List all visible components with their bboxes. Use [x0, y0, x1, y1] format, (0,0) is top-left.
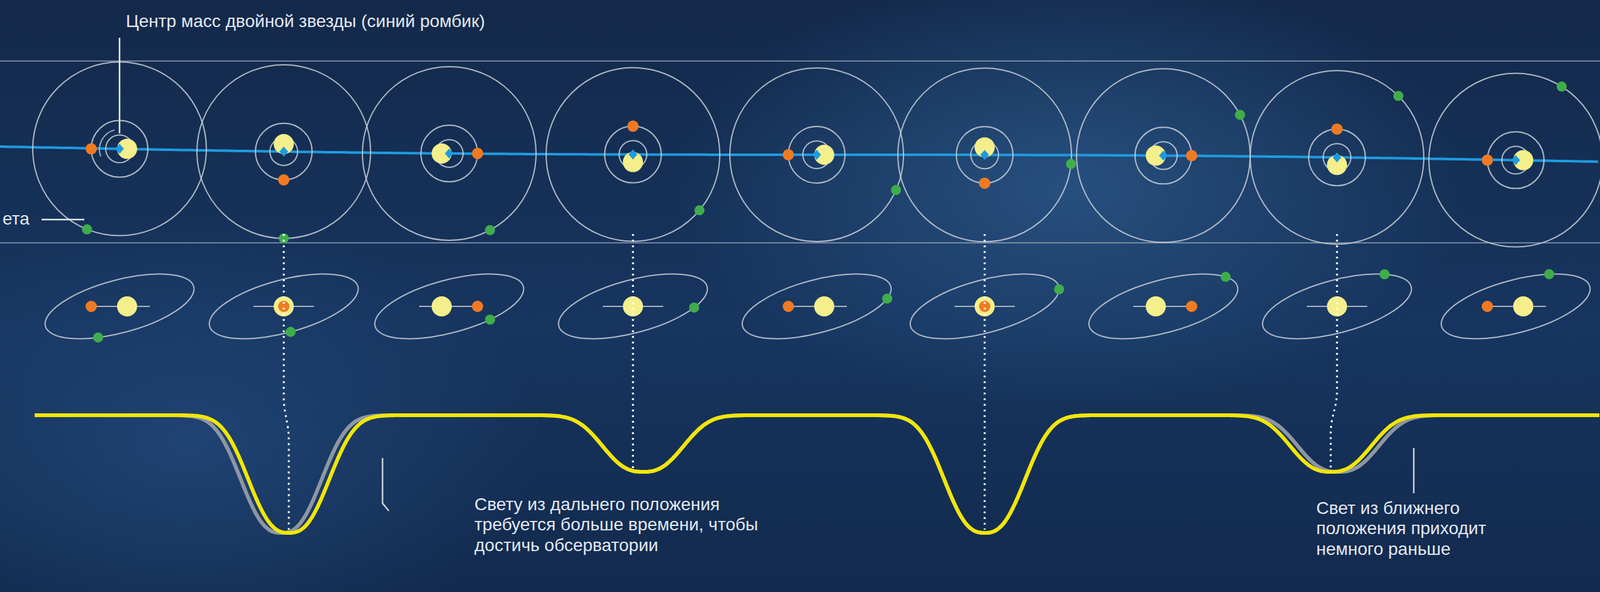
drop-line	[283, 234, 289, 530]
planet	[890, 184, 901, 196]
secondary-star	[782, 149, 795, 161]
leader-line	[1413, 447, 1416, 494]
star-orbit	[788, 126, 845, 184]
barycentre-diamond	[1158, 150, 1168, 161]
planet	[1393, 91, 1404, 102]
star-orbit	[1135, 127, 1192, 184]
barycentre-diamond	[444, 148, 454, 159]
planet	[1065, 159, 1076, 170]
secondary-star	[1481, 300, 1494, 313]
secondary-star	[471, 300, 484, 313]
note-text: Свету из дальнего положения требуется бо…	[474, 494, 777, 556]
frame-rule	[0, 60, 1600, 62]
primary-star	[814, 296, 835, 317]
light-curve	[34, 234, 1600, 533]
secondary-star	[1481, 154, 1494, 167]
note-text: Свет из ближнего положения приходит немн…	[1316, 498, 1524, 560]
barycentre-diamond	[1511, 155, 1521, 166]
secondary-star	[782, 300, 795, 313]
barycentre-diamond	[1332, 152, 1342, 163]
planet	[81, 224, 92, 235]
planet-orbit	[735, 261, 898, 352]
barycentre-diamond	[812, 149, 822, 160]
secondary-star	[1186, 300, 1198, 313]
planet	[93, 332, 104, 343]
planet	[694, 205, 705, 216]
secondary-star	[85, 300, 97, 313]
leader-line	[382, 458, 389, 511]
star-orbit	[1487, 132, 1545, 189]
planet	[1556, 81, 1567, 92]
planet-orbit	[729, 67, 904, 242]
drop-line	[1330, 234, 1338, 469]
planet-orbit	[546, 67, 720, 242]
planet	[285, 327, 296, 338]
star-orbit	[1308, 128, 1366, 186]
planet	[1544, 269, 1555, 280]
secondary-star	[1331, 123, 1343, 135]
drop-line	[984, 234, 986, 530]
planet-label: ета	[2, 208, 41, 230]
barycentre-diamond	[980, 149, 990, 160]
secondary-star	[979, 177, 991, 189]
star-orbit	[420, 125, 478, 182]
planet	[1379, 269, 1390, 280]
motion-arrow	[99, 130, 115, 157]
planet	[1220, 271, 1231, 282]
drop-line	[632, 234, 635, 469]
planet-orbit	[38, 261, 201, 352]
barycentre-diamond	[628, 149, 638, 160]
star-orbit	[604, 126, 662, 184]
planet-orbit	[368, 261, 530, 352]
barycentre-path	[0, 146, 1599, 162]
planet-orbit	[362, 66, 537, 241]
planet	[1053, 284, 1064, 295]
leader-lines	[41, 37, 1414, 511]
primary-star	[117, 296, 138, 317]
barycentre-diamond	[115, 144, 124, 155]
planet-orbit	[1250, 70, 1424, 245]
planet-orbit	[1434, 261, 1597, 352]
planet	[1235, 110, 1246, 121]
primary-star	[1513, 296, 1534, 317]
planet	[485, 225, 496, 236]
primary-star	[431, 296, 452, 317]
secondary-star	[278, 174, 290, 186]
barycentre-diamond	[279, 146, 289, 157]
leader-line	[41, 218, 85, 221]
star-orbit	[956, 126, 1013, 184]
callout-label: Центр масс двойной звезды (синий ромбик)	[125, 11, 693, 32]
frame-rule	[0, 242, 1600, 244]
planet-orbit	[1082, 261, 1244, 352]
planet-orbit	[1428, 73, 1600, 248]
secondary-star	[627, 120, 639, 133]
planet-orbit	[897, 67, 1072, 242]
star-orbit	[255, 123, 313, 180]
planet-orbit	[196, 64, 371, 239]
face-on-row	[0, 62, 1600, 248]
planet-orbit	[1076, 68, 1251, 243]
planet	[485, 314, 496, 325]
secondary-star	[471, 147, 484, 160]
planet	[882, 293, 893, 304]
secondary-star	[85, 143, 97, 155]
primary-star	[1145, 296, 1166, 317]
secondary-star	[1186, 149, 1198, 162]
leader-line	[118, 37, 121, 134]
planet	[688, 302, 700, 313]
edge-on-row	[38, 261, 1597, 352]
